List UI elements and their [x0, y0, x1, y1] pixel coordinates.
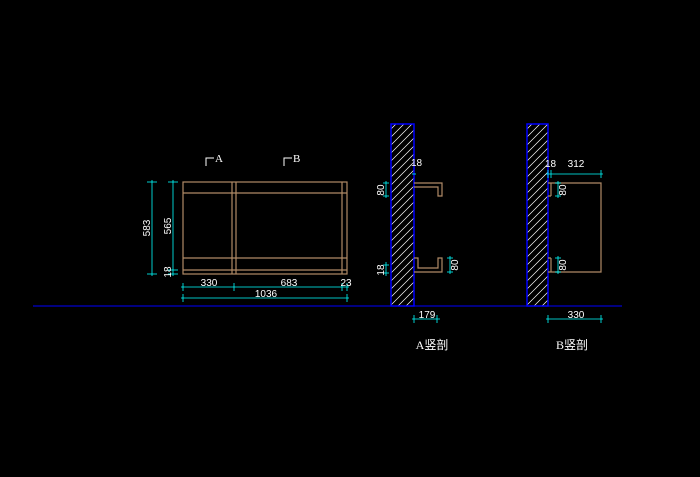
cabinet-front — [182, 181, 348, 275]
section-marker-a-label: A — [215, 153, 223, 165]
section-b-dim-thickness: 18 — [545, 159, 557, 170]
section-b-dim-top-height: 80 — [558, 184, 569, 196]
section-a-dim-bottom-height: 80 — [450, 259, 461, 271]
section-a-bottom-profile — [414, 257, 443, 273]
section-marker-b: B — [283, 153, 300, 166]
section-marker-b-label: B — [293, 153, 300, 165]
section-b: 18 312 80 80 330 B竖剖 — [526, 123, 603, 352]
section-b-profile — [548, 182, 602, 273]
section-a-dim-top-thickness: 18 — [411, 158, 423, 169]
section-a: 18 80 18 80 179 A竖剖 — [376, 123, 461, 352]
dim-base-height: 18 — [163, 266, 174, 278]
section-b-title: B竖剖 — [556, 338, 588, 352]
section-a-top-profile — [414, 182, 443, 197]
section-b-dim-bottom-height: 80 — [558, 259, 569, 271]
section-a-wall — [390, 123, 415, 307]
front-view: A B — [142, 153, 352, 302]
section-marker-a: A — [205, 153, 223, 166]
dim-body-height: 565 — [163, 217, 174, 234]
section-a-dim-bottom-thickness: 18 — [376, 264, 387, 276]
section-a-dimension-lines — [383, 173, 453, 323]
dim-total-height: 583 — [142, 219, 153, 236]
section-b-dimension-lines — [546, 170, 603, 323]
section-b-dim-width: 312 — [568, 159, 585, 170]
front-dimensions — [147, 180, 349, 302]
dim-right-width: 683 — [281, 278, 298, 289]
section-a-title: A竖剖 — [416, 338, 449, 352]
section-a-dim-top-height: 80 — [376, 184, 387, 196]
section-b-dim-depth: 330 — [568, 310, 585, 321]
dim-total-width: 1036 — [255, 289, 278, 300]
section-b-wall — [526, 123, 549, 307]
section-a-dim-depth: 179 — [419, 310, 436, 321]
dim-left-width: 330 — [201, 278, 218, 289]
dim-end-width: 23 — [340, 278, 352, 289]
